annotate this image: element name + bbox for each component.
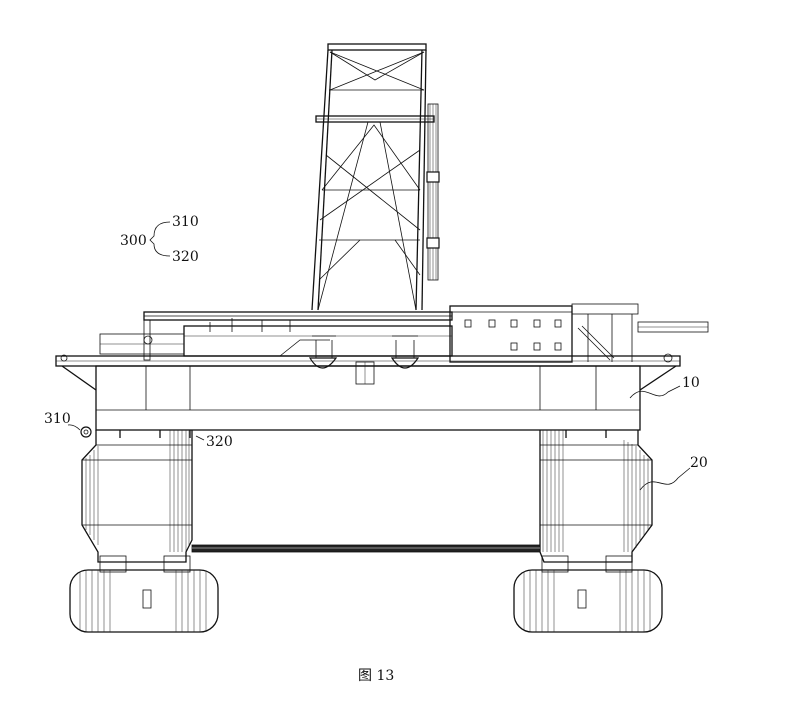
label-320: 320 [206,434,233,450]
figure-caption: 图 13 [358,668,394,684]
device-310-left [80,426,92,438]
label-10: 10 [682,375,700,391]
accommodation-block [449,303,709,363]
main-deck [55,353,681,431]
label-320-legend: 320 [172,249,199,265]
left-column [69,430,219,633]
right-column [513,430,663,633]
reference-labels: 300 310 320 310 320 10 20 [44,214,708,471]
cross-brace [191,544,541,553]
leader-lines [67,221,691,491]
label-300: 300 [120,233,147,249]
label-20: 20 [690,455,708,471]
lifeboats [308,335,420,385]
device-320-ticks [119,430,607,438]
label-310-legend: 310 [172,214,199,230]
derrick [311,43,440,311]
label-310: 310 [44,411,71,427]
windows [464,319,562,351]
